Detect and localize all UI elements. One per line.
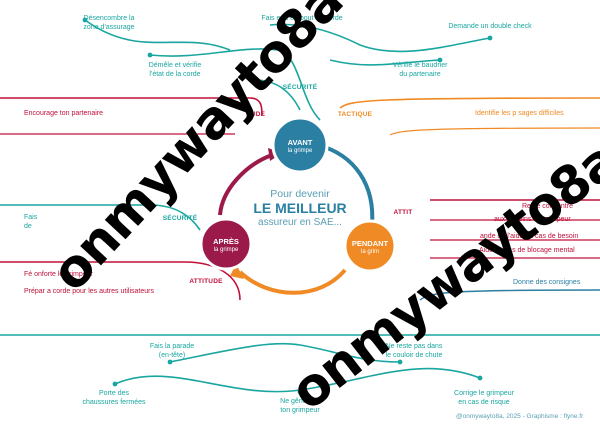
center-line3: assureur en SAE... bbox=[258, 217, 342, 228]
dot-demele bbox=[147, 52, 153, 58]
cycle-arrow-apres-avant bbox=[218, 153, 273, 216]
label-demele: Démêle et vérifie l'état de la corde bbox=[149, 62, 202, 79]
category-attitude-top: UDE bbox=[250, 111, 266, 118]
label-gene-line1: Ne gêne pas bbox=[280, 398, 320, 405]
cycle-arrow-avant-pendant bbox=[317, 143, 375, 226]
label-consignes: Donne des consignes bbox=[513, 279, 581, 286]
label-baudrier-line2: du partenaire bbox=[399, 70, 441, 78]
line-securite-left bbox=[0, 204, 201, 231]
label-chaussures: Porte des chaussures fermées bbox=[82, 390, 145, 407]
label-demele-line2: l'état de la corde bbox=[149, 70, 201, 78]
label-corrige: Corrige le grimpeur en cas de risque bbox=[454, 390, 514, 407]
connector-demele bbox=[149, 48, 321, 121]
line-passages bbox=[389, 127, 600, 136]
dot-gene bbox=[297, 389, 303, 395]
dot-desencombre bbox=[82, 17, 88, 23]
label-couloir-line1: Ne reste pas dans bbox=[385, 343, 443, 350]
phase-pendant-title: PENDANT bbox=[351, 239, 389, 248]
label-fais-left-line1: Fais bbox=[24, 214, 38, 221]
category-attitude-bottom: ATTITUDE bbox=[189, 278, 223, 285]
label-desencombre-line2: zone d'assurage bbox=[83, 23, 135, 31]
label-fais-left-line2: de bbox=[24, 222, 32, 230]
label-desencombre-line1: Désencombre la bbox=[83, 15, 135, 22]
label-blocage: Aide en cas de blocage mental bbox=[479, 247, 575, 254]
label-parade-line2: (en-tête) bbox=[158, 351, 186, 359]
line-consignes bbox=[419, 289, 600, 301]
connector-double-check bbox=[269, 23, 491, 53]
category-securite-top: SÉCURITÉ bbox=[282, 84, 318, 91]
label-fais-left: Fais de bbox=[24, 214, 37, 231]
dot-chaussures bbox=[112, 381, 118, 387]
arrow-head-apres bbox=[230, 264, 244, 279]
label-encourage: Encourage ton partenaire bbox=[24, 110, 103, 117]
center-line1: Pour devenir bbox=[270, 188, 330, 200]
phase-apres-sub: la grimpe bbox=[213, 247, 239, 253]
category-attitude-right: ATTIT bbox=[393, 209, 413, 216]
label-baudrier-line1: Vérifie le baudrier bbox=[392, 62, 448, 69]
dot-corrige bbox=[477, 375, 483, 381]
label-corrige-line2: en cas de risque bbox=[458, 398, 510, 406]
connector-securite-top bbox=[254, 79, 301, 111]
phase-avant-sub: la grimpe bbox=[287, 148, 313, 154]
label-baudrier: Vérifie le baudrier du partenaire bbox=[393, 62, 448, 79]
connector-desencombre bbox=[84, 19, 231, 51]
connector-parade bbox=[169, 342, 401, 363]
label-parade-line1: Fais la parade bbox=[149, 343, 195, 350]
dot-couloir bbox=[397, 359, 403, 365]
category-securite-left: SÉCURITÉ bbox=[162, 215, 198, 222]
label-gene-line2: ton grimpeur bbox=[280, 406, 320, 414]
label-desencombre: Désencombre la zone d'assurage bbox=[83, 15, 134, 32]
credit-line: @onmywayto8a, 2025 - Graphisme : flyne.f… bbox=[456, 413, 584, 420]
phase-circle-avant bbox=[271, 116, 329, 174]
label-couloir-line2: le couloir de chute bbox=[385, 351, 443, 359]
phase-pendant-sub: la grim bbox=[360, 249, 380, 255]
label-besoins: aux besoins du grimpeur bbox=[494, 216, 571, 223]
category-tactique: TACTIQUE bbox=[337, 111, 373, 118]
phase-circle-apres bbox=[199, 217, 253, 271]
phase-circle-pendant bbox=[343, 219, 397, 273]
line-encourage bbox=[0, 97, 263, 116]
label-chaussures-line2: chaussures fermées bbox=[82, 398, 146, 406]
label-double-check: Demande un double check bbox=[448, 23, 532, 30]
label-reconforte: Fé onforte le grimpeur bbox=[24, 271, 93, 278]
dot-baudrier bbox=[437, 57, 443, 63]
connector-baudrier bbox=[329, 59, 441, 66]
label-gene: Ne gêne pas ton grimpeur bbox=[280, 398, 320, 415]
label-chaussures-line1: Porte des bbox=[99, 390, 129, 397]
label-parade: Fais la parade (en-tête) bbox=[150, 343, 194, 360]
line-tactique bbox=[339, 97, 600, 109]
phase-apres-title: APRÈS bbox=[213, 237, 239, 246]
label-concentre: Reste concentré bbox=[522, 203, 573, 210]
label-corrige-line1: Corrige le grimpeur bbox=[454, 390, 514, 397]
dot-parade bbox=[167, 359, 173, 365]
center-line2: LE MEILLEUR bbox=[253, 200, 347, 216]
label-prepare: Prépar a corde pour les autres utilisate… bbox=[24, 288, 154, 295]
label-couloir: Ne reste pas dans le couloir de chute bbox=[386, 343, 443, 360]
cycle-arrow-pendant-apres bbox=[238, 268, 347, 295]
phase-avant-title: AVANT bbox=[287, 138, 313, 147]
label-aide: ande de l'aide en cas de besoin bbox=[480, 233, 579, 240]
label-demele-line1: Démêle et vérifie bbox=[148, 62, 202, 69]
label-noeud: Fais eud en bout de corde bbox=[261, 15, 343, 22]
dot-double-check bbox=[487, 35, 493, 41]
label-passages: Identifie les p sages difficiles bbox=[475, 110, 564, 117]
